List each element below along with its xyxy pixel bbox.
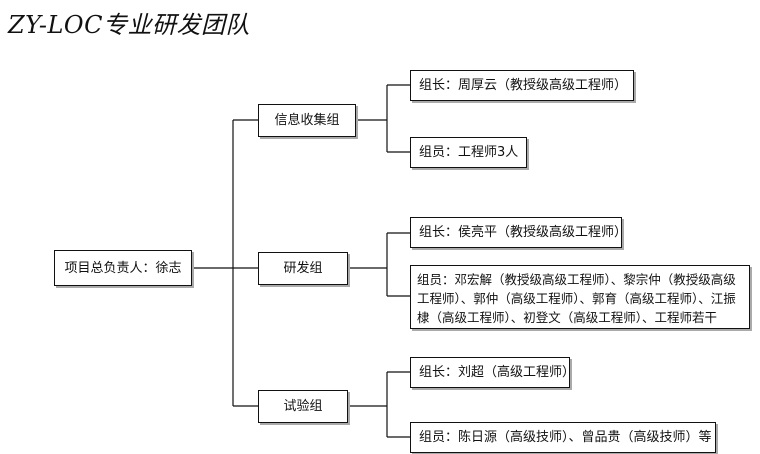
info-collection-leader-node: 组长：周厚云（教授级高级工程师） [410,70,634,101]
members-label: 组员：邓宏解（教授级高级工程师）、黎宗仲（教授级高级工程师）、郭仲（高级工程师）… [417,272,736,325]
rnd-leader-node: 组长：侯亮平（教授级高级工程师） [410,217,627,248]
info-collection-members-node: 组员：工程师3人 [410,137,527,168]
diagram-title: ZY-LOC专业研发团队 [8,11,250,39]
testing-members-node: 组员：陈日源（高级技师）、曾品贵（高级技师）等 [410,422,716,453]
root-node-label: 项目总负责人：徐志 [64,260,182,276]
group-node-rnd: 研发组 [258,252,348,285]
group-node-label: 研发组 [283,261,323,276]
root-node: 项目总负责人：徐志 [54,250,192,286]
leader-label: 组长：周厚云（教授级高级工程师） [419,78,628,93]
group-node-label: 信息收集组 [274,113,340,128]
group-node-info-collection: 信息收集组 [258,104,356,137]
testing-leader-node: 组长：刘超（高级工程师） [410,357,575,388]
members-label: 组员：陈日源（高级技师）、曾品贵（高级技师）等 [419,430,712,445]
leader-label: 组长：刘超（高级工程师） [419,365,576,380]
rnd-members-node: 组员：邓宏解（教授级高级工程师）、黎宗仲（教授级高级工程师）、郭仲（高级工程师）… [410,265,750,329]
group-node-label: 试验组 [283,399,323,414]
leader-label: 组长：侯亮平（教授级高级工程师） [419,225,628,240]
members-label: 组员：工程师3人 [419,145,519,160]
group-node-testing: 试验组 [258,390,348,423]
